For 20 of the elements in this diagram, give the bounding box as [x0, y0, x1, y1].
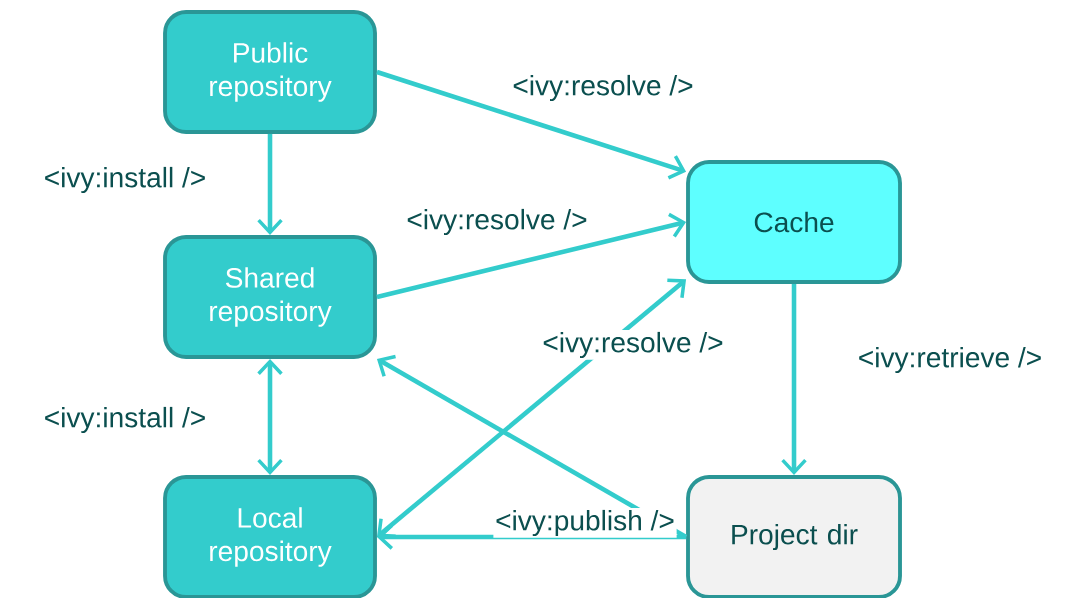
project-box: Project dir [686, 475, 902, 598]
arrow [376, 212, 687, 300]
repository-box: Local repository [163, 475, 377, 598]
arrow [257, 358, 283, 476]
edge-label: <ivy:resolve /> [540, 330, 726, 360]
arrow [376, 69, 687, 180]
edge-label: <ivy:retrieve /> [856, 345, 1044, 375]
repository-box: Public repository [163, 10, 377, 134]
arrow [781, 283, 807, 476]
cache-box: Cache [686, 160, 902, 284]
edge-label: <ivy:install /> [42, 405, 209, 435]
arrow [376, 278, 687, 538]
arrow [257, 133, 283, 236]
arrow [376, 354, 688, 539]
edge-label: <ivy:resolve /> [510, 73, 696, 103]
edge-label: <ivy:install /> [42, 165, 209, 195]
edge-label: <ivy:publish /> [493, 508, 677, 538]
edge-label: <ivy:resolve /> [404, 207, 590, 237]
arrow [376, 524, 687, 550]
repository-box: Shared repository [163, 235, 377, 359]
